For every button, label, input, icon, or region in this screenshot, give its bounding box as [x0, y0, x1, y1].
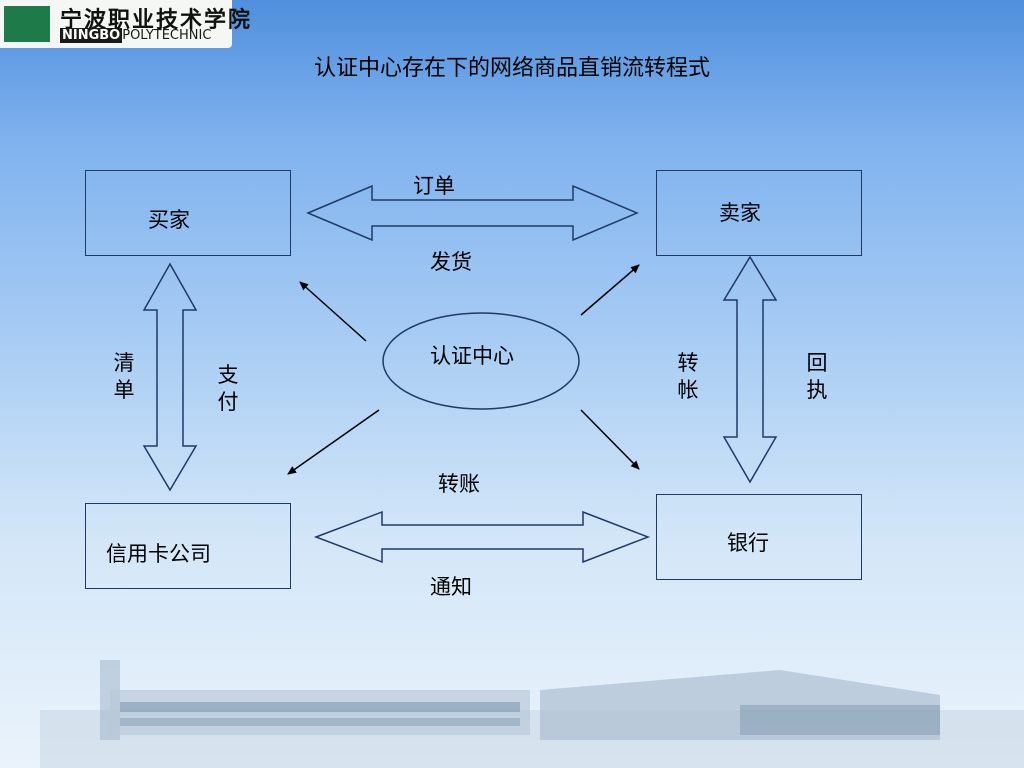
logo-ningbo: NINGBO — [60, 28, 123, 43]
seller-label: 卖家 — [719, 201, 761, 225]
receipt-char-2: 执 — [806, 378, 828, 402]
statement-char-1: 清 — [113, 351, 135, 375]
arrow-to-buyer — [299, 281, 367, 342]
seller-box: 卖家 — [656, 170, 862, 256]
arrow-to-seller — [580, 264, 640, 316]
receipt-char-1: 回 — [806, 351, 828, 375]
transfer-label: 转账 — [438, 472, 480, 496]
statement-label: 清 单 — [112, 350, 136, 404]
pay-char-2: 付 — [217, 390, 239, 414]
notice-label: 通知 — [430, 575, 472, 599]
arrow-to-card — [287, 409, 380, 475]
slide-title: 认证中心存在下的网络商品直销流转程式 — [313, 56, 710, 81]
buyer-label: 买家 — [148, 208, 190, 232]
bank-label: 银行 — [727, 531, 769, 555]
transfer-account-char-1: 转 — [677, 351, 699, 375]
transfer-account-char-2: 帐 — [677, 378, 699, 402]
arrow-to-bank — [580, 409, 640, 470]
campus-building-image — [40, 660, 1024, 768]
receipt-label: 回 执 — [805, 350, 829, 404]
seller-bank-double-arrow — [722, 255, 778, 484]
statement-char-2: 单 — [113, 378, 135, 402]
credit-card-box: 信用卡公司 — [85, 503, 291, 589]
transfer-account-label: 转 帐 — [676, 350, 700, 404]
logo-emblem-icon — [4, 6, 50, 42]
pay-char-1: 支 — [217, 363, 239, 387]
credit-card-label: 信用卡公司 — [106, 542, 211, 566]
order-label: 订单 — [413, 174, 455, 198]
buyer-card-double-arrow — [142, 262, 198, 492]
buyer-box: 买家 — [85, 170, 291, 256]
pay-label: 支 付 — [216, 362, 240, 416]
center-label: 认证中心 — [430, 344, 514, 368]
transfer-notice-double-arrow — [313, 510, 651, 564]
center-ellipse — [382, 312, 580, 410]
order-ship-double-arrow — [306, 184, 639, 242]
bank-box: 银行 — [656, 494, 862, 580]
logo-polytechnic: POLYTECHNIC — [122, 28, 212, 43]
ship-label: 发货 — [430, 250, 472, 274]
